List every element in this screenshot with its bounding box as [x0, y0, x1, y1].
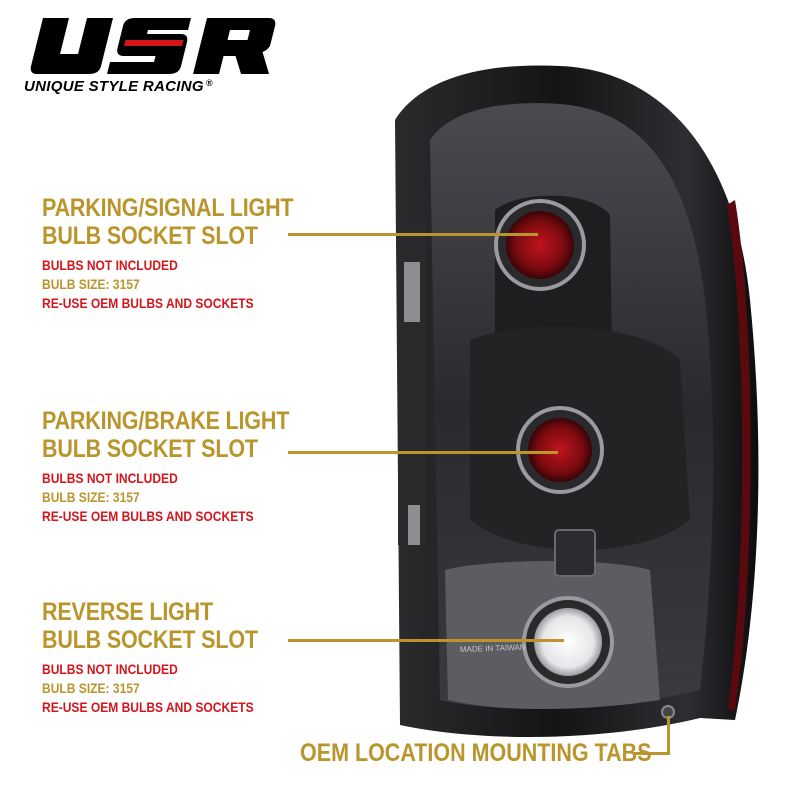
brand-tagline: UNIQUE STYLE RACING® — [24, 78, 284, 95]
leader-line-reverse — [288, 639, 564, 642]
brand-logo: UNIQUE STYLE RACING® — [22, 14, 282, 104]
leader-line-signal — [288, 233, 538, 236]
lens-brake — [528, 418, 592, 482]
callout-title-line2: BULB SOCKET SLOT — [42, 222, 258, 250]
callout-title-line2: BULB SOCKET SLOT — [42, 626, 258, 654]
leader-line-brake — [288, 451, 558, 454]
molded-made-in: MADE IN TAIWAN — [460, 643, 526, 654]
lens-signal — [506, 211, 574, 279]
callout-note-bulbs: BULBS NOT INCLUDED — [42, 257, 178, 273]
callout-parking-signal: PARKING/SIGNAL LIGHT BULB SOCKET SLOT BU… — [42, 194, 334, 313]
callout-title-line1: REVERSE LIGHT — [42, 598, 213, 626]
callout-note-size: BULB SIZE: 3157 — [42, 276, 140, 292]
callout-note-reuse: RE-USE OEM BULBS AND SOCKETS — [42, 699, 254, 715]
brand-logo-mark — [30, 18, 276, 74]
callout-note-reuse: RE-USE OEM BULBS AND SOCKETS — [42, 508, 254, 524]
callout-note-bulbs: BULBS NOT INCLUDED — [42, 470, 178, 486]
mounting-tabs-label: OEM LOCATION MOUNTING TABS — [300, 739, 652, 767]
clip-upper — [404, 262, 420, 322]
callout-reverse: REVERSE LIGHT BULB SOCKET SLOT BULBS NOT… — [42, 598, 293, 717]
brand-tagline-text: UNIQUE STYLE RACING — [24, 78, 204, 95]
callout-parking-brake: PARKING/BRAKE LIGHT BULB SOCKET SLOT BUL… — [42, 407, 329, 526]
lens-reverse — [534, 608, 602, 676]
callout-title-line1: PARKING/SIGNAL LIGHT — [42, 194, 294, 222]
callout-title-line1: PARKING/BRAKE LIGHT — [42, 407, 290, 435]
lens-edge — [727, 200, 751, 710]
callout-note-reuse: RE-USE OEM BULBS AND SOCKETS — [42, 295, 254, 311]
registered-mark: ® — [205, 78, 213, 88]
callout-note-size: BULB SIZE: 3157 — [42, 680, 140, 696]
leader-line-tabs-vertical — [667, 716, 670, 755]
clip-lower — [408, 505, 420, 545]
callout-note-bulbs: BULBS NOT INCLUDED — [42, 661, 178, 677]
wire-connector — [554, 529, 596, 577]
callout-note-size: BULB SIZE: 3157 — [42, 489, 140, 505]
leader-line-tabs-horizontal — [633, 752, 670, 755]
callout-title-line2: BULB SOCKET SLOT — [42, 435, 258, 463]
